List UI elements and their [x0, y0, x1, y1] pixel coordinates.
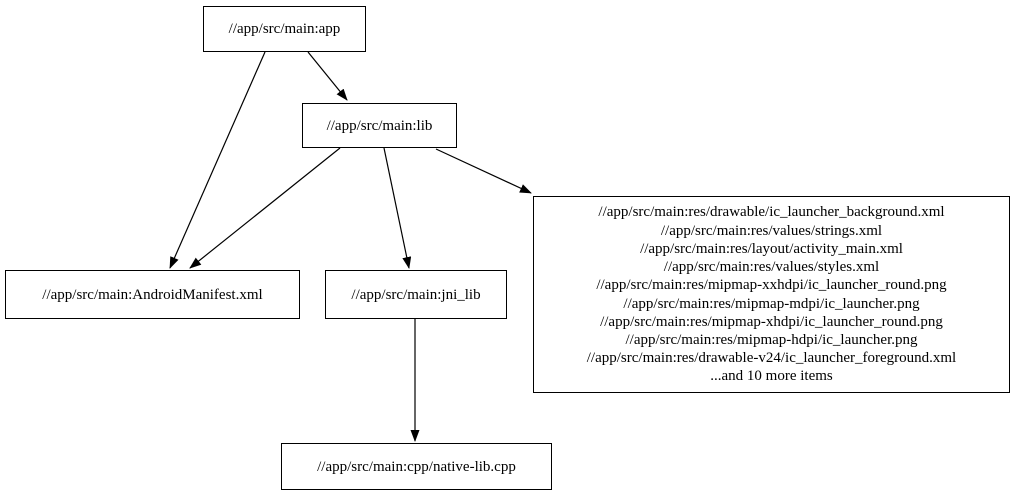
node-jni-lib: //app/src/main:jni_lib — [325, 270, 507, 319]
edge-lib-to-jni-lib — [383, 147, 412, 269]
resource-line: //app/src/main:res/drawable/ic_launcher_… — [598, 204, 945, 221]
node-jni-lib-label: //app/src/main:jni_lib — [351, 286, 481, 303]
resource-line: //app/src/main:res/drawable-v24/ic_launc… — [586, 350, 957, 367]
resource-line: //app/src/main:res/mipmap-hdpi/ic_launch… — [625, 331, 918, 348]
node-android-manifest-label: //app/src/main:AndroidManifest.xml — [42, 286, 263, 303]
edge-lib-to-resources — [435, 148, 532, 194]
resource-line: //app/src/main:res/mipmap-xxhdpi/ic_laun… — [596, 277, 947, 294]
node-lib-label: //app/src/main:lib — [326, 117, 433, 134]
edge-app-to-android-manifest — [169, 51, 266, 269]
node-android-manifest: //app/src/main:AndroidManifest.xml — [5, 270, 300, 319]
node-resources: //app/src/main:res/drawable/ic_launcher_… — [533, 196, 1010, 393]
resource-line: //app/src/main:res/values/styles.xml — [663, 259, 880, 276]
resource-line: //app/src/main:res/mipmap-xhdpi/ic_launc… — [600, 313, 943, 330]
resource-line: //app/src/main:res/layout/activity_main.… — [640, 240, 903, 257]
resource-line: //app/src/main:res/mipmap-mdpi/ic_launch… — [623, 295, 920, 312]
resource-more-items: ...and 10 more items — [710, 368, 833, 385]
edge-app-to-lib — [307, 51, 348, 101]
node-native-lib-label: //app/src/main:cpp/native-lib.cpp — [317, 458, 516, 475]
node-lib: //app/src/main:lib — [302, 103, 457, 148]
node-native-lib: //app/src/main:cpp/native-lib.cpp — [281, 443, 552, 490]
node-app-label: //app/src/main:app — [228, 21, 341, 37]
edge-lib-to-android-manifest — [189, 147, 341, 269]
resource-line: //app/src/main:res/values/strings.xml — [660, 222, 883, 239]
node-app: //app/src/main:app — [203, 6, 366, 52]
